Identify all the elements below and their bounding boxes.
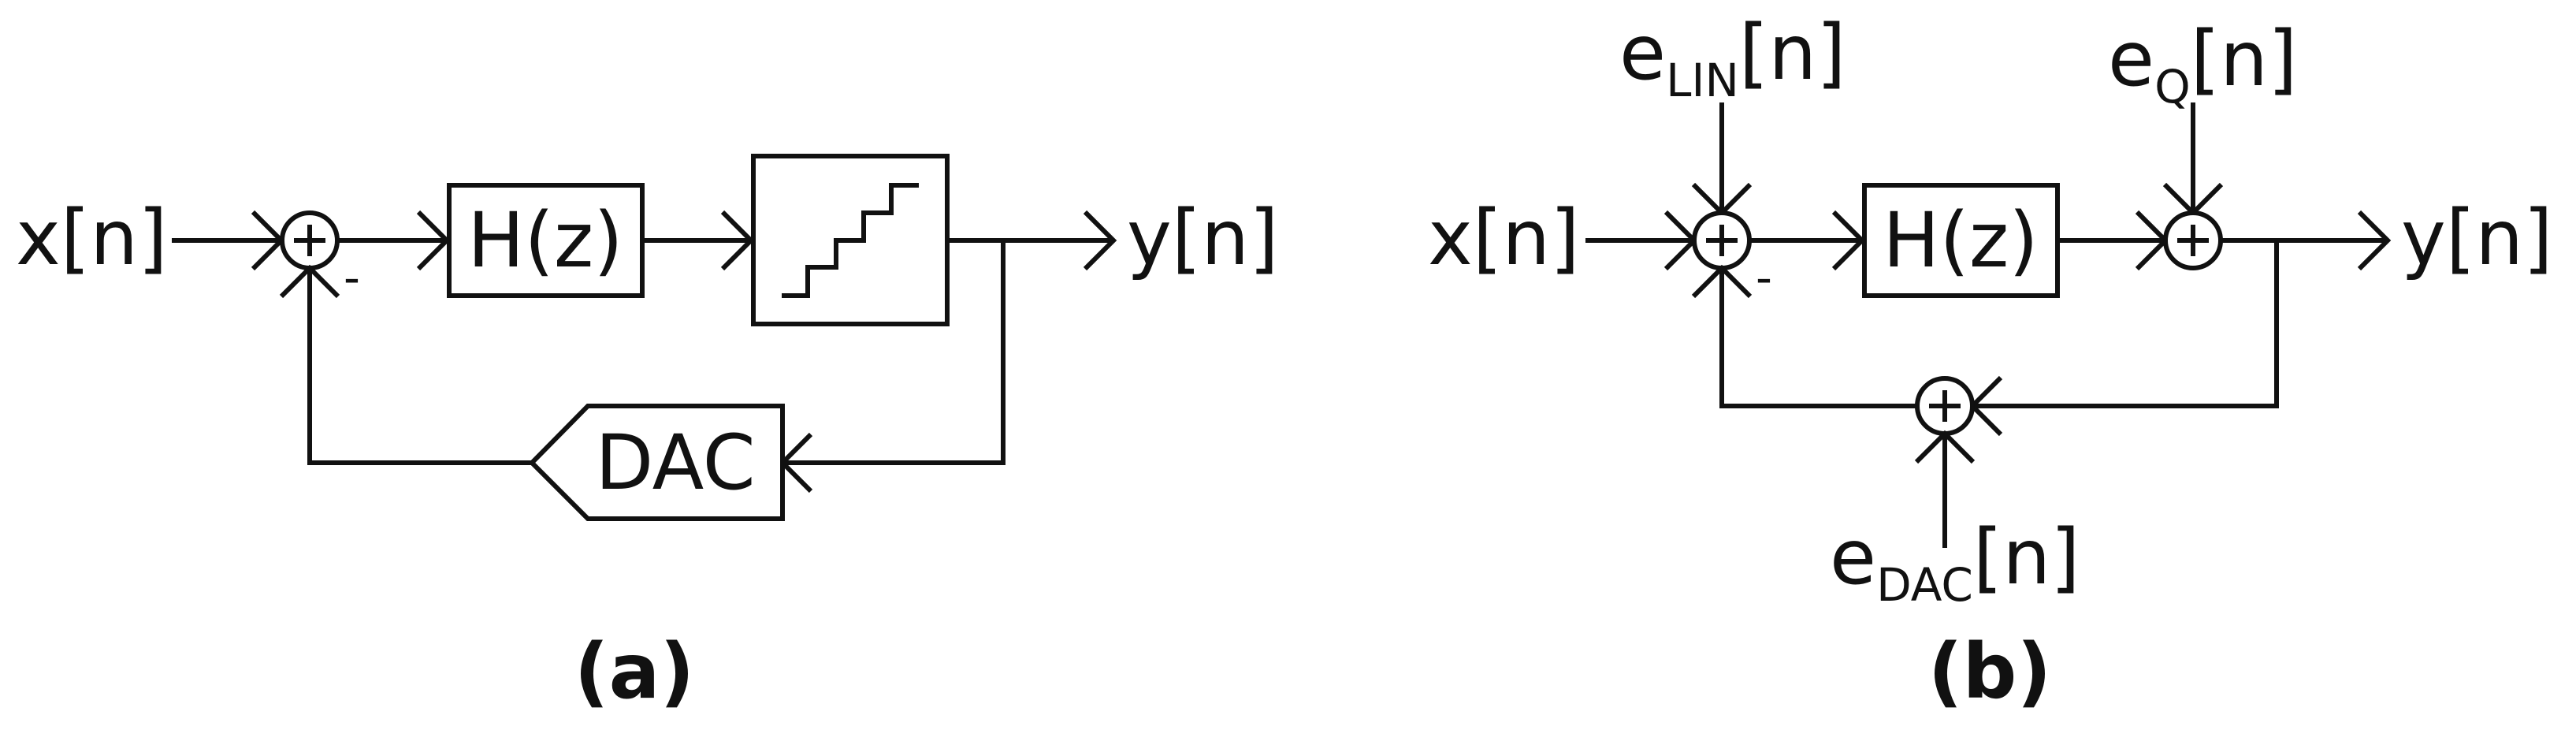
b-e-q-label: eQ[n] [2108, 15, 2297, 114]
a-filter-block: H(z) [447, 183, 645, 298]
a-dac-block: DAC [528, 404, 785, 521]
a-summing-junction [280, 210, 340, 270]
a-wire-dac-to-summer [307, 268, 532, 465]
b-filter-label: H(z) [1883, 196, 2038, 285]
b-e-lin-label: eLIN[n] [1619, 9, 1846, 107]
a-input-label: x[n] [16, 194, 168, 282]
a-caption: (a) [574, 628, 695, 716]
b-summing-junction-2 [2163, 210, 2223, 270]
b-summing-junction-3 [1915, 376, 1975, 436]
a-dac-label: DAC [595, 419, 755, 507]
b-wire-feedback [1972, 240, 2279, 408]
b-wire-feedback-to-summer-1 [1719, 268, 1917, 408]
diagram-b: x[n] eLIN[n] - H(z) eQ[n] [1428, 9, 2553, 716]
staircase-icon [782, 183, 919, 298]
a-output-label: y[n] [1127, 194, 1279, 282]
b-input-label: x[n] [1428, 194, 1580, 282]
b-filter-block: H(z) [1862, 183, 2060, 298]
a-minus-sign: - [344, 251, 360, 304]
a-wire-feedback-to-dac [782, 240, 1005, 465]
b-output-label: y[n] [2401, 194, 2553, 282]
b-caption: (b) [1928, 628, 2051, 716]
a-filter-label: H(z) [467, 196, 623, 285]
diagram-a: x[n] - H(z) y[n] [16, 154, 1279, 716]
b-summing-junction-1 [1692, 210, 1752, 270]
b-minus-sign: - [1756, 251, 1772, 304]
b-e-dac-label: eDAC[n] [1830, 513, 2080, 612]
a-quantizer-block [751, 154, 950, 326]
